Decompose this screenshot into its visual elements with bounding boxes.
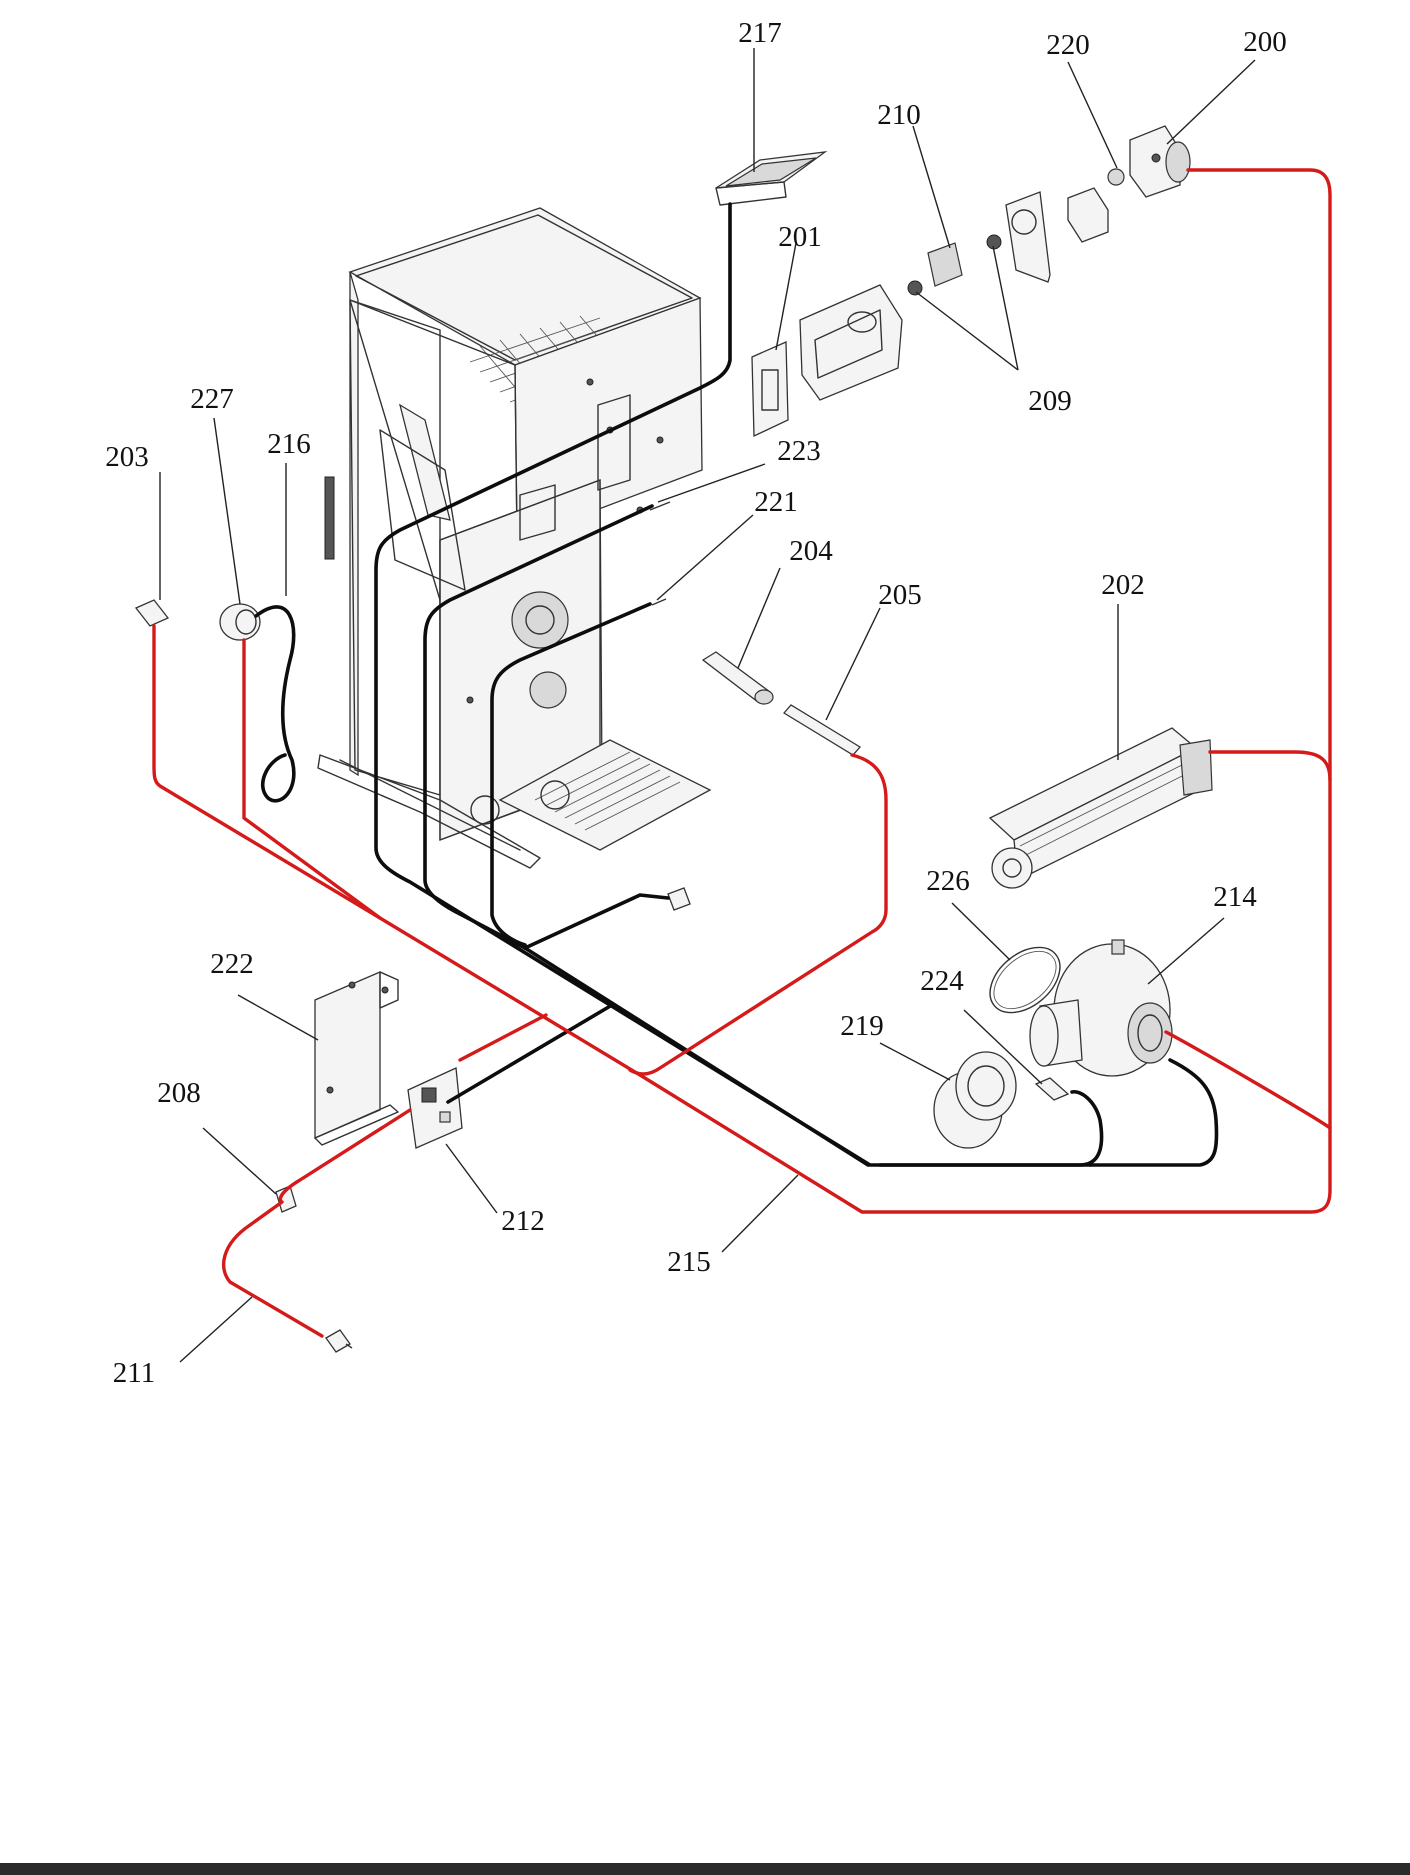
bearing-plate: [1005, 191, 1051, 283]
callout-214: 214: [1213, 881, 1257, 913]
callout-217: 217: [738, 17, 782, 49]
combustion-blower: [1029, 939, 1173, 1077]
callout-223: 223: [777, 435, 821, 467]
mounting-bracket: [314, 971, 399, 1146]
callout-212: 212: [501, 1205, 545, 1237]
vacuum-hose: [254, 605, 296, 803]
cleanout-cap: [933, 1051, 1017, 1149]
callout-227: 227: [190, 383, 234, 415]
snap-switch: [134, 599, 170, 627]
callout-205: 205: [878, 579, 922, 611]
callout-203: 203: [105, 441, 149, 473]
callout-202: 202: [1101, 569, 1145, 601]
callout-226: 226: [926, 865, 970, 897]
sensor: [1034, 1077, 1070, 1101]
red-wiring-harness: [152, 168, 1332, 1338]
vacuum-switch: [219, 603, 261, 641]
callout-215: 215: [667, 1246, 711, 1278]
callout-222: 222: [210, 948, 254, 980]
auger-motor: [1107, 125, 1191, 198]
bottom-border: [0, 1863, 1410, 1875]
spacer-block: [1067, 187, 1109, 243]
igniter-tube: [701, 651, 774, 705]
callout-200: 200: [1243, 26, 1287, 58]
callout-221: 221: [754, 486, 798, 518]
gasket-plate: [751, 341, 789, 438]
callout-216: 216: [267, 428, 311, 460]
harness-connector: [667, 887, 691, 911]
control-panel: [715, 151, 828, 206]
power-plug: [325, 1329, 353, 1353]
callout-208: 208: [157, 1077, 201, 1109]
black-wiring-harness: [374, 202, 1219, 1167]
callout-209: 209: [1028, 385, 1072, 417]
callout-220: 220: [1046, 29, 1090, 61]
callout-211: 211: [113, 1357, 155, 1389]
callout-204: 204: [789, 535, 833, 567]
control-board: [407, 1067, 463, 1149]
probes: [649, 501, 671, 606]
gasket-ring: [989, 946, 1061, 1014]
callout-224: 224: [920, 965, 964, 997]
auger-bracket: [799, 284, 903, 401]
callout-labels: 200 220 217 210 201 209 227 216 203 223 …: [105, 17, 1287, 1389]
leader-lines: [159, 48, 1256, 1363]
callout-210: 210: [877, 99, 921, 131]
igniter-rod: [783, 704, 861, 756]
convection-blower: [988, 727, 1213, 889]
auger-wheel: [907, 234, 1002, 296]
callout-201: 201: [778, 221, 822, 253]
callout-219: 219: [840, 1010, 884, 1042]
